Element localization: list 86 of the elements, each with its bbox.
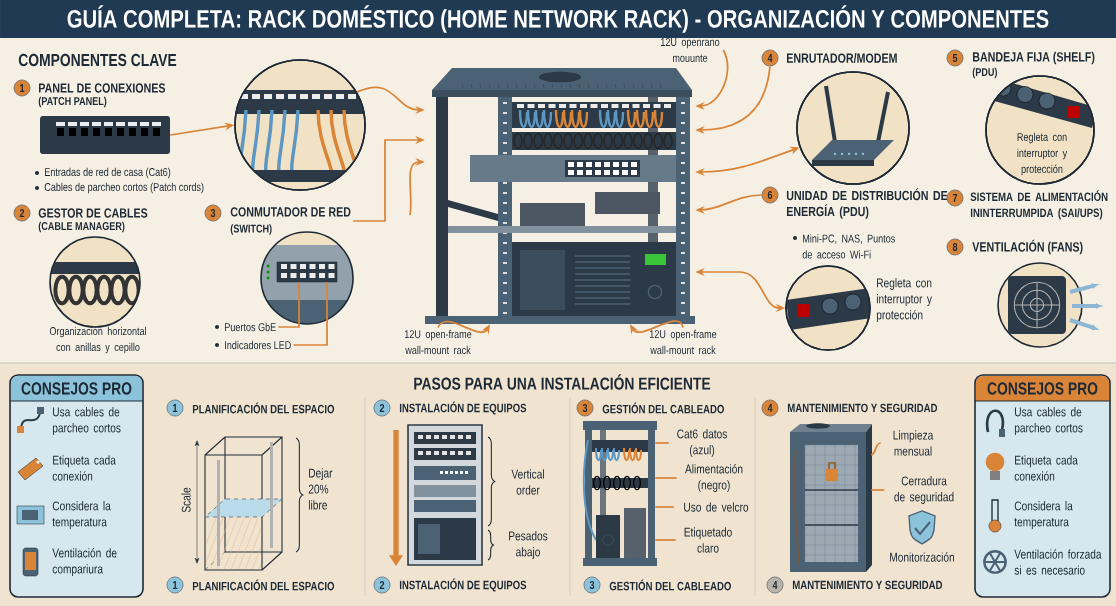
number-badge: 6	[761, 186, 779, 204]
step-heading: GESTIÓN DEL CABLEADO	[602, 402, 724, 414]
component-heading: BANDEJA FIJA (SHELF)	[973, 51, 1095, 65]
caption-text: Regleta con interruptor y protección	[1017, 132, 1068, 176]
callout-text: 12U open-frame wall-mount rack	[405, 329, 472, 355]
leader-line	[870, 489, 886, 491]
callout-text: Limpieza mensual	[893, 430, 934, 456]
tip-text: Usa cables de parcheo cortos	[52, 407, 121, 435]
component-heading: GESTOR DE CABLES	[38, 208, 148, 218]
number-badge: 8	[946, 238, 964, 256]
dimension-label: Scale	[181, 487, 191, 513]
number-badge: 4	[766, 576, 784, 594]
number-badge: 3	[204, 204, 222, 222]
component-heading: UNIDAD DE DISTRIBUCIÓN DE ENERGÍA (PDU)	[786, 188, 948, 219]
leader-line	[870, 442, 882, 456]
component-heading: ENRUTADOR/MODEM	[787, 53, 897, 63]
caption-text: Organización horizontal con anillas y cepillo	[49, 326, 146, 354]
rack-drawing	[425, 68, 695, 324]
number-badge: 4	[761, 399, 779, 417]
leader-line	[277, 281, 300, 328]
leader-line	[654, 442, 670, 444]
callout-text: Cat6 datos (azul)	[677, 429, 727, 457]
switch-ports	[276, 261, 338, 283]
tip-text: Considera la temperatura	[52, 501, 111, 529]
bullet-item: Puertos GbE	[215, 322, 276, 332]
number-badge: 5	[946, 49, 964, 67]
number-badge: 4	[761, 49, 779, 67]
step-heading: GESTIÓN DEL CABLEADO	[609, 579, 731, 591]
callout-text: Alimentación (negro)	[685, 464, 743, 492]
component-subtitle: (CABLE MANAGER)	[38, 221, 125, 233]
tip-text: Considera la temperatura	[1014, 501, 1073, 529]
leader-line	[654, 477, 678, 479]
step-heading: PLANIFICACIÓN DEL ESPACIO	[192, 579, 335, 591]
icon-caption: Monitorización	[890, 552, 954, 562]
callout-text: Etiquetado claro	[684, 527, 732, 553]
leader-line	[654, 506, 675, 508]
component-heading: VENTILACIÓN (FANS)	[972, 239, 1083, 255]
step-heading: PLANIFICACIÓN DEL ESPACIO	[192, 402, 335, 414]
step-heading: INSTALACIÓN DE EQUIPOS	[399, 401, 527, 415]
component-heading: SISTEMA DE ALIMENTACIÓN ININTERRUMPIDA (SAI/UPS)	[970, 190, 1108, 220]
bracket-label: Dejar 20% libre	[308, 468, 333, 510]
bracket-label: Vertical order	[511, 469, 544, 495]
component-heading: CONMUTADOR DE RED (SWITCH)	[230, 207, 351, 235]
bracket-label: Pesados abajo	[509, 531, 548, 559]
bullet-item: Mini-PC, NAS, Puntos de acceso Wi-Fi	[793, 234, 895, 259]
step-heading: MANTENIMIENTO Y SEGURIDAD	[787, 403, 938, 413]
power-strip-drawing	[785, 265, 871, 351]
leader-line	[292, 281, 328, 346]
leader-line	[654, 539, 677, 541]
patch-panel-drawing	[40, 116, 170, 154]
section-heading: COMPONENTES CLAVE	[18, 53, 177, 67]
patch-cables-drawing	[234, 59, 366, 191]
cable-routing-drawing	[582, 421, 657, 566]
tip-text: Ventilación forzada si es necesario	[1014, 549, 1102, 575]
tip-text: Etiqueta cada conexión	[1014, 455, 1078, 481]
number-badge: 3	[583, 576, 601, 594]
title-bar: GUÍA COMPLETA: RACK DOMÉSTICO (HOME NETWORK RACK) - ORGANIZACIÓN Y COMPONENTES	[0, 0, 1116, 38]
bullet-item: Indicadores LED	[215, 340, 291, 350]
number-badge: 2	[373, 399, 391, 417]
tip-text: Ventilación de compariura	[52, 548, 117, 576]
number-badge: 1	[166, 399, 184, 417]
node-label: Puertos GbE	[225, 322, 276, 332]
component-subtitle: (PDU)	[972, 67, 997, 79]
component-subtitle: (PATCH PANEL)	[38, 96, 107, 108]
number-badge: 1	[13, 79, 31, 97]
router-drawing	[796, 71, 910, 185]
callout-text: 12U open-frame wall-mount rack	[650, 329, 717, 355]
step-heading: MANTENIMIENTO Y SEGURIDAD	[792, 580, 943, 590]
callout-text: Uso de velcro	[684, 502, 749, 512]
callout-text: 12U openrano mouunte	[661, 38, 720, 62]
section-heading: PASOS PARA UNA INSTALACIÓN EFICIENTE	[414, 374, 711, 390]
step-heading: INSTALACIÓN DE EQUIPOS	[399, 578, 527, 592]
number-badge: 7	[946, 189, 964, 207]
component-heading: PANEL DE CONEXIONES	[39, 83, 166, 93]
number-badge: 1	[166, 576, 184, 594]
callout-text: Cerradura de seguridad	[894, 476, 954, 504]
tip-text: Usa cables de parcheo cortos	[1014, 407, 1083, 435]
number-badge: 2	[373, 576, 391, 594]
tip-text: Etiqueta cada conexión	[52, 455, 116, 481]
arrow	[630, 320, 684, 335]
number-badge: 3	[576, 399, 594, 417]
number-badge: 2	[13, 204, 31, 222]
bullet-item: Cables de parcheo cortos (Patch cords)	[35, 182, 204, 194]
cabinet-drawing	[790, 423, 872, 572]
callout-text: Regleta con interruptor y protección	[876, 278, 932, 322]
bullet-item: Entradas de red de casa (Cat6)	[35, 167, 171, 179]
